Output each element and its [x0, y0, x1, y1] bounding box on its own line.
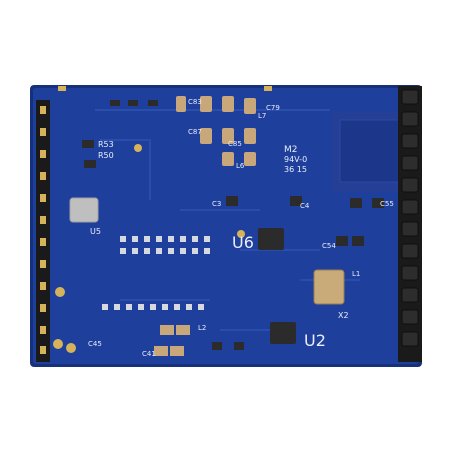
label-x2: X2: [338, 311, 349, 320]
label-m2: M2: [284, 145, 298, 155]
label-c85: C85: [228, 140, 242, 148]
label-c41: C41: [142, 350, 156, 358]
top-pad-right: [264, 86, 272, 91]
ic-u6: [258, 228, 284, 250]
label-u6: U6: [232, 233, 254, 252]
label-r53: R53: [98, 140, 114, 149]
top-pad-left: [58, 86, 66, 91]
capacitor-cluster-top: [176, 96, 256, 166]
label-c54: C54: [322, 242, 336, 250]
label-l2: L2: [198, 324, 206, 332]
label-c3: C3: [212, 200, 221, 208]
label-l7: L7: [258, 112, 266, 120]
test-points: [53, 144, 245, 353]
label-c45: C45: [88, 340, 102, 348]
smd-components: [82, 100, 384, 356]
left-pin-header: [36, 100, 50, 362]
label-u5: U5: [90, 227, 101, 236]
crystal-x2: [313, 269, 345, 305]
label-c79: C79: [266, 104, 280, 112]
label-l1: L1: [352, 270, 360, 278]
label-c87: C87: [188, 128, 202, 136]
crystal-u5: [69, 197, 99, 223]
rf-shield-area: [339, 119, 403, 183]
label-c83: C83: [188, 98, 202, 106]
label-date-code: 36 15: [284, 165, 307, 174]
label-94v0: 94V-0: [284, 155, 307, 164]
label-u2: U2: [304, 331, 326, 350]
silkscreen-text: C83 C87 C85 C79 L7 L6 R53 R50 U5 U6 U2 M…: [88, 98, 394, 358]
ic-u2: [270, 322, 296, 344]
label-r50: R50: [98, 151, 114, 160]
pad-row-bottom: [102, 304, 204, 310]
pad-grid-center: [120, 236, 210, 254]
label-c55: C55: [380, 200, 394, 208]
right-pin-header: [398, 86, 422, 362]
label-l6: L6: [236, 162, 245, 170]
label-c4: C4: [300, 202, 310, 210]
